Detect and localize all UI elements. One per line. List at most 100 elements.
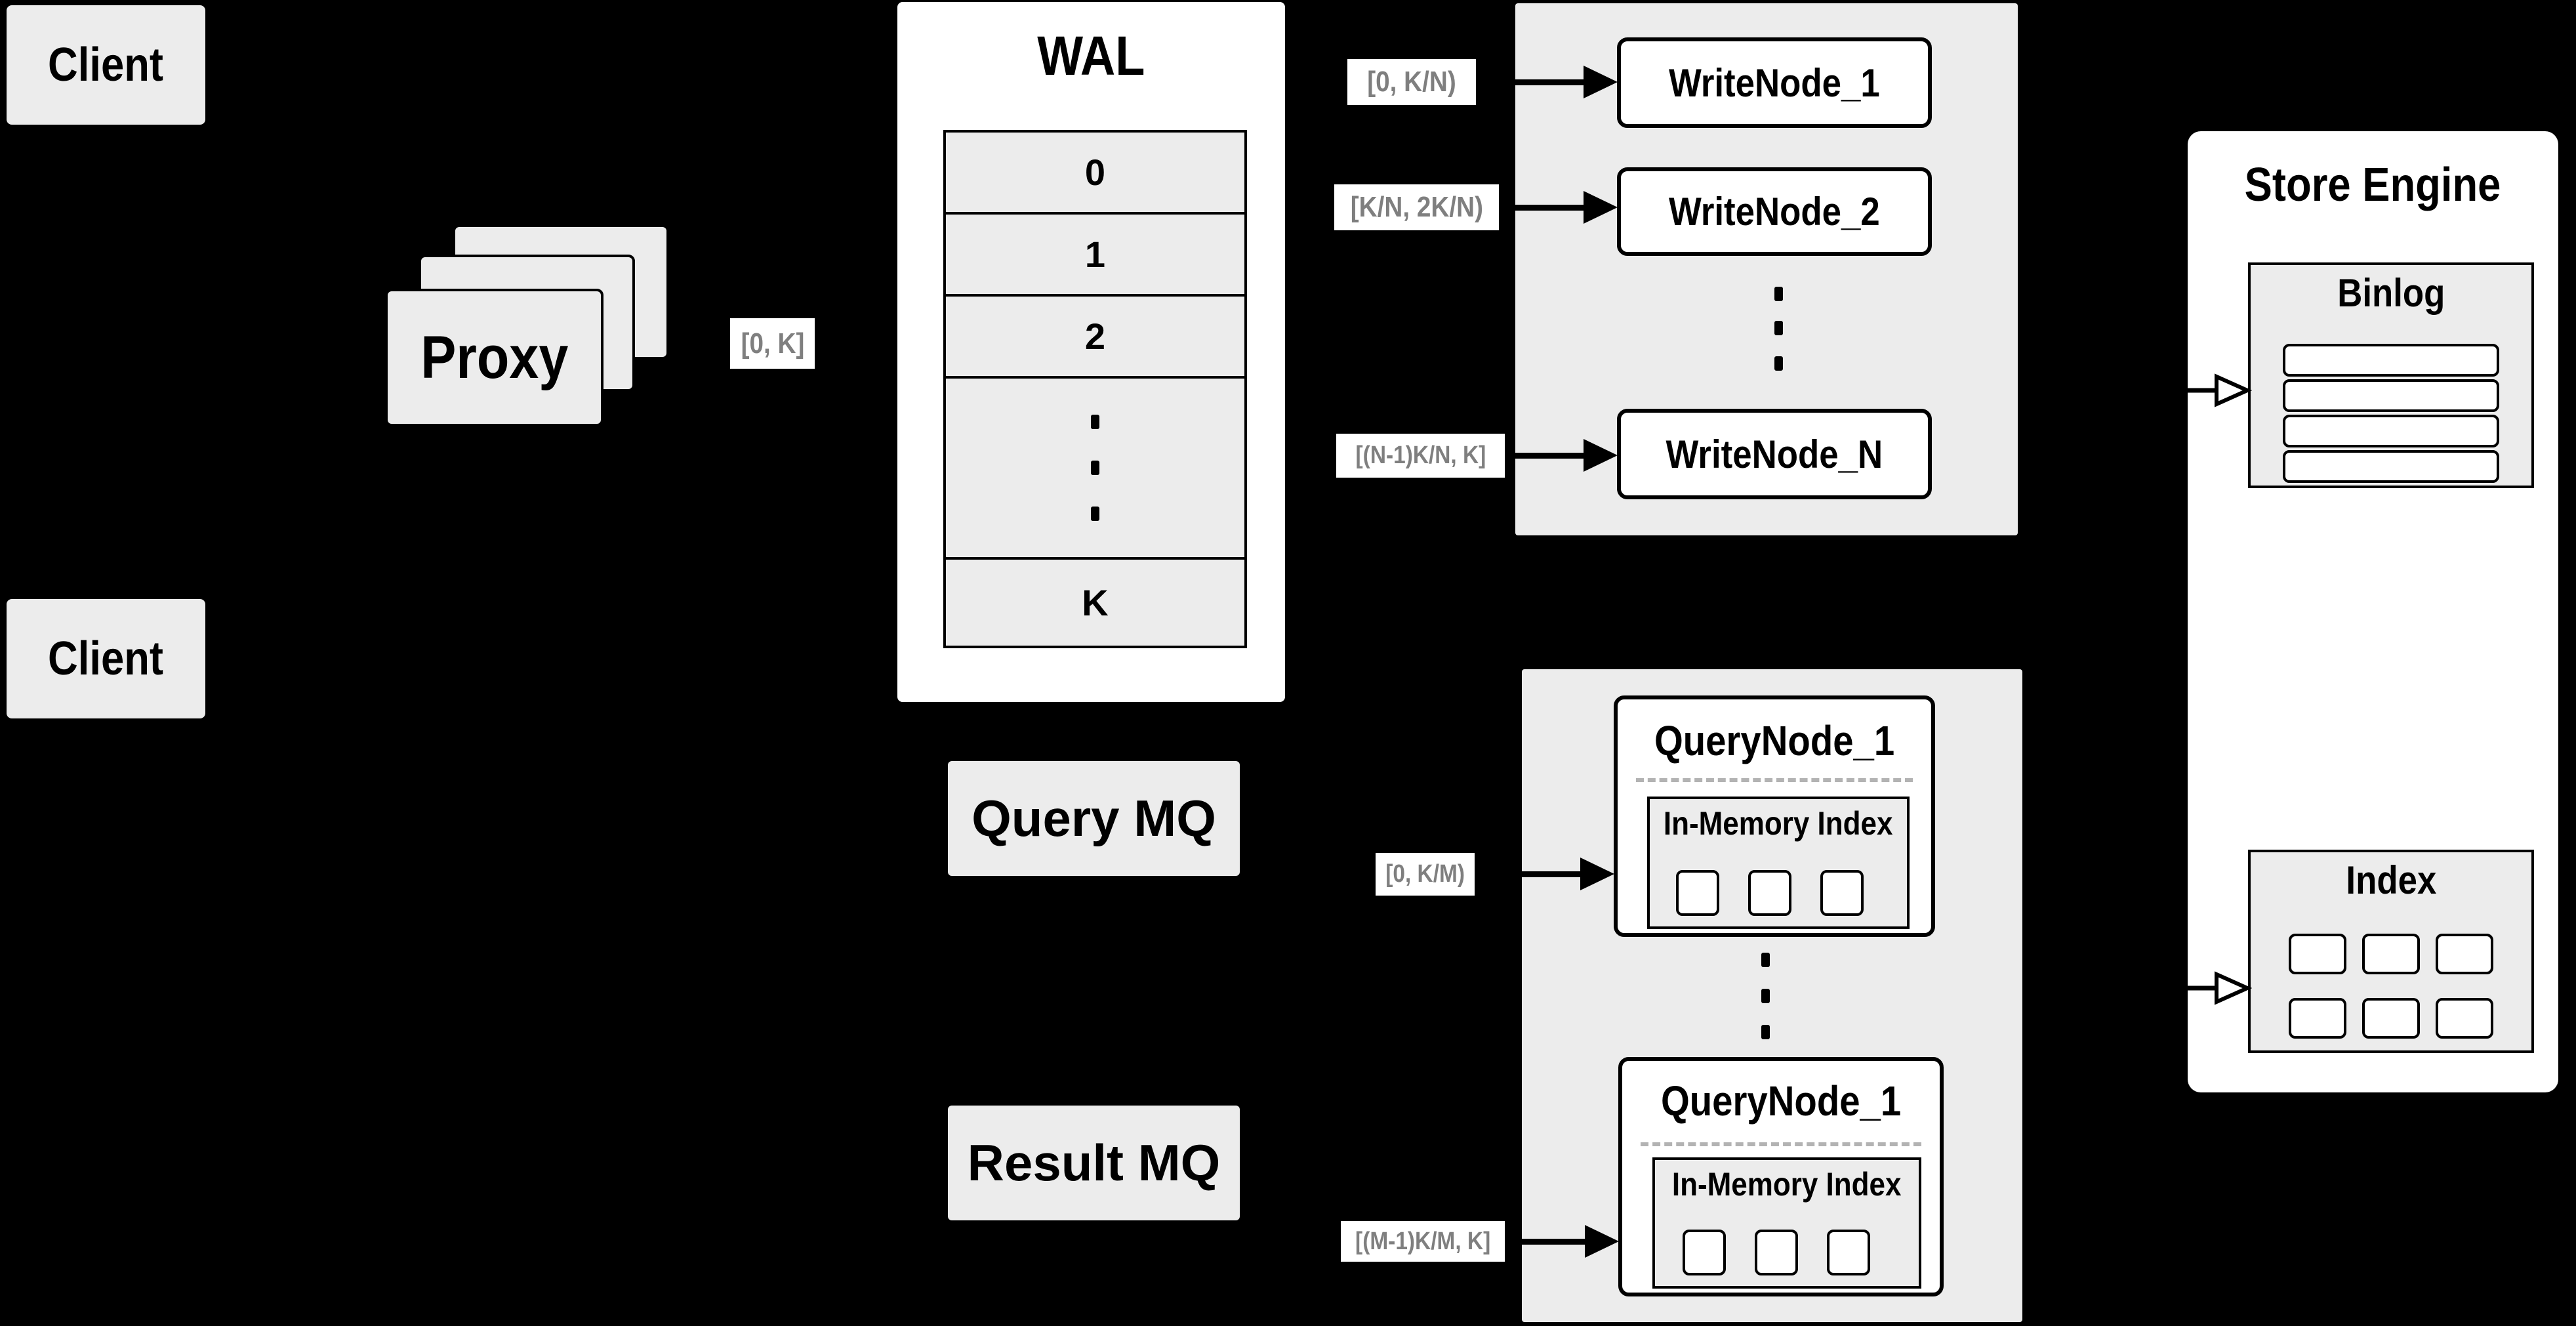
arrow-to-querynode-top bbox=[1477, 871, 1582, 877]
wal-row-1-text: 1 bbox=[1084, 234, 1106, 275]
index-cell bbox=[2436, 934, 2493, 974]
proxy-label: Proxy bbox=[420, 323, 569, 391]
range-label-write-1: [0, K/N) bbox=[1347, 59, 1476, 105]
wal-row-2: 2 bbox=[946, 294, 1244, 376]
result-mq-box: Result MQ bbox=[948, 1106, 1240, 1220]
range-label-write-1-text: [0, K/N) bbox=[1367, 66, 1456, 98]
arrow-to-querynode-bottom bbox=[1507, 1239, 1587, 1245]
write-ellipsis-dot bbox=[1774, 356, 1783, 371]
query-node-top-title: QueryNode_1 bbox=[1654, 717, 1895, 764]
binlog-row bbox=[2283, 415, 2499, 447]
in-memory-index-bottom-title-row: In-Memory Index bbox=[1655, 1164, 1919, 1205]
query-mq-box: Query MQ bbox=[948, 761, 1240, 876]
store-engine-title-row: Store Engine bbox=[2188, 155, 2558, 215]
range-label-write-2: [K/N, 2K/N) bbox=[1334, 184, 1499, 230]
index-cell bbox=[2436, 998, 2493, 1039]
query-node-bottom-title-row: QueryNode_1 bbox=[1622, 1071, 1940, 1130]
memory-segment bbox=[1827, 1230, 1870, 1275]
arrow-to-querynode-bottom-head bbox=[1585, 1225, 1619, 1258]
range-label-query-1-text: [0, K/M) bbox=[1385, 860, 1465, 888]
query-node-bottom-title: QueryNode_1 bbox=[1660, 1077, 1902, 1125]
range-label-query-m: [(M-1)K/M, K] bbox=[1341, 1221, 1505, 1262]
binlog-title-row: Binlog bbox=[2251, 269, 2531, 316]
write-node-n-label: WriteNode_N bbox=[1666, 432, 1883, 476]
wal-row-0: 0 bbox=[946, 133, 1244, 212]
client-box-top: Client bbox=[7, 5, 205, 125]
in-memory-index-box-top: In-Memory Index bbox=[1647, 797, 1910, 929]
wal-row-1: 1 bbox=[946, 212, 1244, 294]
wal-ellipsis-dot bbox=[1090, 507, 1099, 521]
range-label-proxy-wal: [0, K] bbox=[730, 318, 815, 369]
wal-ellipsis-dot bbox=[1090, 415, 1099, 429]
query-node-bottom-box: QueryNode_1 In-Memory Index bbox=[1618, 1057, 1944, 1296]
binlog-row bbox=[2283, 379, 2499, 412]
index-cell bbox=[2362, 998, 2420, 1039]
open-arrow-index-icon bbox=[2186, 971, 2252, 1005]
write-node-2-label: WriteNode_2 bbox=[1669, 190, 1880, 234]
range-label-write-n: [(N-1)K/N, K] bbox=[1336, 434, 1505, 478]
range-label-query-m-text: [(M-1)K/M, K] bbox=[1355, 1227, 1491, 1255]
index-title: Index bbox=[2346, 858, 2436, 902]
proxy-card-front: Proxy bbox=[385, 289, 603, 426]
write-node-1-label: WriteNode_1 bbox=[1669, 60, 1880, 105]
open-arrow-binlog-icon bbox=[2186, 373, 2252, 407]
query-ellipsis-dot bbox=[1761, 953, 1770, 967]
query-mq-label: Query MQ bbox=[971, 789, 1216, 847]
range-label-proxy-wal-text: [0, K] bbox=[741, 327, 804, 360]
result-mq-label: Result MQ bbox=[967, 1134, 1221, 1191]
wal-ellipsis-dot bbox=[1090, 461, 1099, 475]
query-ellipsis-dot bbox=[1761, 989, 1770, 1003]
client-box-bottom: Client bbox=[7, 599, 205, 718]
index-title-row: Index bbox=[2251, 856, 2531, 903]
wal-title-text: WAL bbox=[1037, 24, 1145, 87]
wal-row-2-text: 2 bbox=[1084, 316, 1106, 357]
range-label-query-1: [0, K/M) bbox=[1376, 853, 1475, 896]
client-bottom-label: Client bbox=[48, 632, 164, 685]
binlog-box: Binlog bbox=[2248, 262, 2534, 488]
range-label-write-n-text: [(N-1)K/N, K] bbox=[1355, 442, 1486, 469]
index-box: Index bbox=[2248, 850, 2534, 1053]
wal-title: WAL bbox=[897, 24, 1285, 87]
binlog-title: Binlog bbox=[2337, 270, 2445, 315]
store-engine-title: Store Engine bbox=[2245, 159, 2501, 211]
proxy-stack: Proxy bbox=[385, 224, 669, 426]
memory-segment bbox=[1755, 1230, 1798, 1275]
memory-segment bbox=[1748, 870, 1791, 916]
in-memory-index-box-bottom: In-Memory Index bbox=[1652, 1157, 1921, 1289]
query-node-group: QueryNode_1 In-Memory Index QueryNode_1 bbox=[1522, 669, 2022, 1322]
wal-row-k: K bbox=[946, 557, 1244, 646]
arrow-to-writenode-1 bbox=[1479, 79, 1585, 85]
write-node-n-box: WriteNode_N bbox=[1617, 409, 1932, 499]
memory-segment bbox=[1820, 870, 1864, 916]
arrow-to-writenode-1-head bbox=[1584, 66, 1618, 98]
query-node-bottom-divider bbox=[1641, 1142, 1921, 1146]
query-node-top-divider bbox=[1636, 778, 1913, 782]
index-cell bbox=[2362, 934, 2420, 974]
wal-row-k-text: K bbox=[1082, 582, 1109, 623]
index-cell bbox=[2289, 934, 2346, 974]
in-memory-index-top-title: In-Memory Index bbox=[1664, 805, 1893, 842]
query-ellipsis-dot bbox=[1761, 1025, 1770, 1039]
memory-segment bbox=[1676, 870, 1719, 916]
wal-row-0-text: 0 bbox=[1084, 152, 1106, 193]
write-node-2-box: WriteNode_2 bbox=[1617, 167, 1932, 256]
wal-panel: WAL 0 1 2 K bbox=[897, 2, 1285, 702]
binlog-row bbox=[2283, 344, 2499, 377]
query-node-top-title-row: QueryNode_1 bbox=[1618, 711, 1931, 770]
arrow-to-querynode-top-head bbox=[1580, 858, 1614, 890]
write-ellipsis-dot bbox=[1774, 321, 1783, 335]
client-top-label: Client bbox=[48, 39, 164, 91]
in-memory-index-top-title-row: In-Memory Index bbox=[1650, 803, 1907, 844]
index-cell bbox=[2289, 998, 2346, 1039]
in-memory-index-bottom-title: In-Memory Index bbox=[1672, 1166, 1902, 1203]
binlog-row bbox=[2283, 450, 2499, 483]
store-engine-panel: Store Engine Binlog Index bbox=[2188, 131, 2558, 1092]
arrow-to-writenode-n bbox=[1509, 453, 1585, 459]
arrow-to-writenode-n-head bbox=[1584, 439, 1618, 472]
wal-table: 0 1 2 K bbox=[943, 130, 1247, 648]
range-label-write-2-text: [K/N, 2K/N) bbox=[1350, 191, 1483, 223]
arrow-to-writenode-2-head bbox=[1584, 191, 1618, 224]
memory-segment bbox=[1683, 1230, 1726, 1275]
write-node-1-box: WriteNode_1 bbox=[1617, 37, 1932, 128]
